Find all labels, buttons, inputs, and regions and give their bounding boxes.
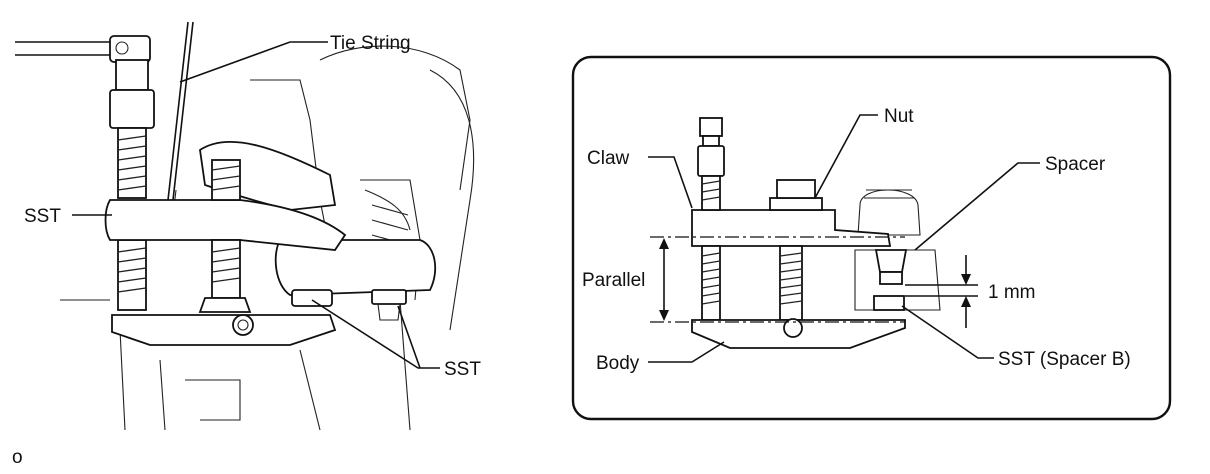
spacer-label: Spacer xyxy=(1045,154,1106,175)
inset-claw xyxy=(691,179,892,247)
gap-label: 1 mm xyxy=(988,282,1036,303)
tie-string xyxy=(167,21,194,226)
ball-joint-outline xyxy=(854,189,941,311)
parallel-label: Parallel xyxy=(582,270,645,291)
sst-crossbar xyxy=(104,199,347,251)
center-bolt xyxy=(198,159,252,313)
sst-bottom-label: SST xyxy=(444,359,481,380)
knuckle-outline xyxy=(60,45,475,431)
sst-body-left xyxy=(111,314,337,346)
inset-detail: Nut Claw Spacer Parallel 1 mm Body SST (… xyxy=(571,55,1172,421)
cable xyxy=(15,35,151,63)
inset-center-bolt xyxy=(779,245,803,321)
nut-label: Nut xyxy=(884,106,914,127)
sst-left-label: SST xyxy=(24,206,61,227)
figure-code: o xyxy=(12,447,23,468)
left-bolt xyxy=(109,59,155,311)
parallel-dimension xyxy=(659,238,669,321)
inset-leaders xyxy=(648,114,1040,363)
inset-spacer xyxy=(874,249,908,285)
inset-left-bolt xyxy=(697,117,725,321)
spacer-b-label: SST (Spacer B) xyxy=(998,349,1131,370)
inset-body xyxy=(691,318,906,349)
left-leaders xyxy=(72,41,440,369)
inset-spacer-b xyxy=(873,295,905,311)
claw-label: Claw xyxy=(587,148,630,169)
tie-string-label: Tie String xyxy=(330,33,411,54)
gap-dimension xyxy=(905,255,978,328)
left-assembly-drawing: Tie String SST SST xyxy=(15,21,481,431)
body-label: Body xyxy=(596,353,640,374)
